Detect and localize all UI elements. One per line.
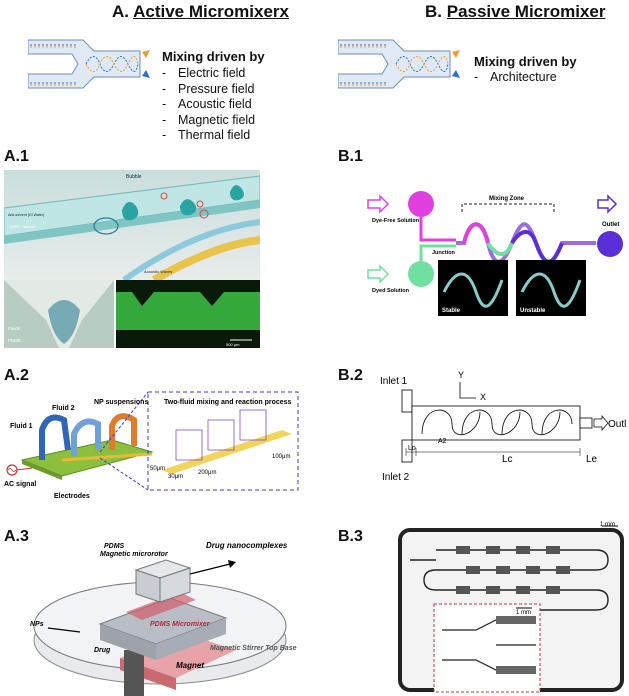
b3-chip-figure: 1 mm 1 mm: [398, 522, 624, 693]
b1-dye-free-label: Dye-Free Solution: [372, 218, 420, 224]
a2-d100-label: 100μm: [272, 454, 290, 460]
b1-unstable-label: Unstable: [520, 308, 546, 314]
outlet-circle: [597, 231, 623, 257]
a3-drug-out-label: Drug nanocomplexes: [206, 541, 288, 550]
b2-le-label: Le: [586, 454, 598, 465]
a2-fluid1-label: Fluid 1: [10, 423, 33, 430]
b1-mixing-zone-figure: Mixing Zone Junction Outlet Dye-Free Sol…: [367, 191, 623, 316]
col-b-title: B. Passive Micromixer: [425, 2, 606, 22]
a1-pdms-label: PDMS: [8, 338, 21, 343]
passive-drivers-list: Architecture: [474, 70, 557, 86]
b1-dyed-label: Dyed Solution: [372, 288, 410, 294]
driver-item: Acoustic field: [162, 97, 255, 113]
a1-dppc-label: DPPC : Solvent: [10, 225, 35, 229]
col-a-title-text: Active Micromixerx: [133, 2, 289, 21]
active-drivers-list: Electric field Pressure field Acoustic f…: [162, 66, 255, 144]
a2-fluid2-label: Fluid 2: [52, 405, 75, 412]
driver-item: Magnetic field: [162, 113, 255, 129]
b1-zone-label: Mixing Zone: [489, 196, 525, 202]
a1-antisolvent-label: Anti-solvent (DI Water): [8, 213, 44, 217]
section-b3-label: B.3: [338, 528, 363, 545]
section-b1-label: B.1: [338, 148, 363, 165]
b2-x-label: X: [480, 392, 486, 402]
b1-stable-label: Stable: [442, 308, 461, 314]
b3-scale-label: 1 mm: [600, 522, 615, 528]
b2-y-label: Y: [458, 370, 464, 380]
b2-outlet-label: Outlet: [608, 419, 626, 430]
driver-item: Architecture: [474, 70, 557, 86]
a3-plate-label: Magnetic Stirrer Top Base: [210, 645, 297, 652]
driver-item: Thermal field: [162, 128, 255, 144]
a3-drug-label: Drug: [94, 647, 111, 654]
dye-free-inlet: [408, 191, 434, 217]
dyed-arrow-icon: [367, 264, 390, 284]
section-a1-label: A.1: [4, 148, 29, 165]
b2-split-recombine-figure: Inlet 1 Inlet 2 Y X Outlet Lo A2 Lc Le: [380, 370, 626, 483]
b3-inset-scale-label: 1 mm: [516, 610, 531, 616]
a2-np-label: NP suspensions: [94, 399, 148, 406]
col-b-title-text: Passive Micromixer: [446, 2, 606, 21]
a2-d30-label: 30μm: [168, 474, 183, 480]
a1-bubble-label: Bubble: [126, 174, 142, 180]
a3-nps-label: NPs: [30, 621, 44, 628]
dyed-inlet: [408, 261, 434, 287]
a3-magnetic-stirrer-figure: PDMS Magnetic microrotor Drug nanocomple…: [30, 541, 297, 696]
section-a3-label: A.3: [4, 528, 29, 545]
bubble-icon: [122, 185, 244, 221]
active-mixing-label: Mixing driven by: [162, 49, 265, 64]
passive-mixer-icon: [338, 39, 460, 89]
a2-electrode-figure: Two-fluid mixing and reaction process Fl…: [4, 391, 299, 500]
b2-inlet2-label: Inlet 2: [382, 472, 410, 483]
section-b2-label: B.2: [338, 367, 363, 384]
a2-d200-label: 200μm: [198, 470, 216, 476]
b1-outlet-label: Outlet: [602, 222, 619, 228]
section-a2-label: A.2: [4, 367, 29, 384]
outlet-arrow-icon: [597, 194, 618, 214]
driver-item: Electric field: [162, 66, 255, 82]
active-mixer-icon: [28, 39, 150, 89]
b2-a2-label: A2: [438, 438, 447, 445]
a1-acoustic-figure: Bubble Anti-solvent (DI Water) DPPC : So…: [4, 170, 260, 348]
driver-item: Pressure field: [162, 82, 255, 98]
a3-magnet-label: Magnet: [176, 661, 204, 670]
b2-lc-label: Lc: [502, 454, 513, 465]
a2-ac-label: AC signal: [4, 481, 36, 488]
a3-rotor-label: Magnetic microrotor: [100, 551, 169, 558]
b2-inlet1-label: Inlet 1: [380, 376, 408, 387]
b2-outlet-arrow-icon: [593, 415, 609, 431]
b2-lo-label: Lo: [408, 445, 416, 452]
col-b-letter: B.: [425, 2, 442, 21]
b1-junction-label: Junction: [432, 250, 456, 256]
a2-process-label: Two-fluid mixing and reaction process: [164, 399, 292, 406]
col-a-letter: A.: [112, 2, 129, 21]
col-a-title: A. Active Micromixerx: [112, 2, 289, 22]
a2-electrodes-label: Electrodes: [54, 493, 90, 500]
a3-pdms-label: PDMS: [104, 543, 125, 550]
a1-acoustic-label: Acoustic Waves: [144, 269, 172, 274]
passive-mixing-label: Mixing driven by: [474, 54, 577, 69]
a3-chip-label: PDMS Micromixer: [150, 621, 211, 628]
a1-scale-label: 500 μm: [226, 342, 240, 347]
dye-free-arrow-icon: [367, 194, 390, 214]
a2-d50-label: 50μm: [150, 466, 165, 472]
a1-fluids-label: Fluids: [8, 326, 21, 331]
